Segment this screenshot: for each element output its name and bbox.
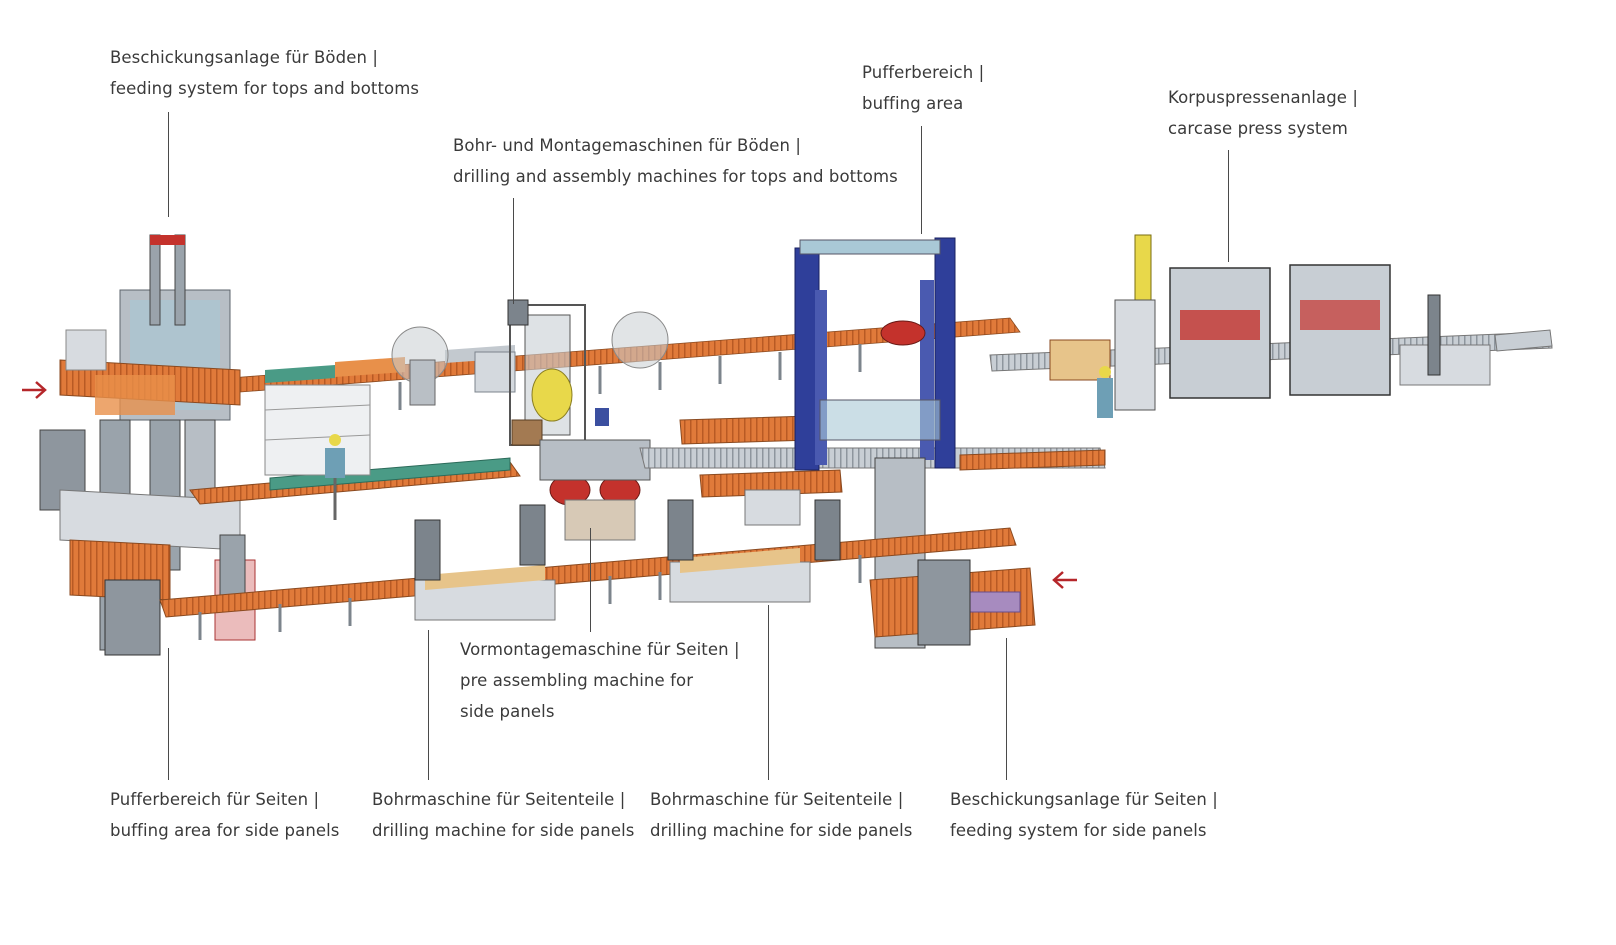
callout-drilling-assembly-tops: Bohr- und Montagemaschinen für Böden | d… (453, 130, 898, 192)
callout-feeding-system-tops: Beschickungsanlage für Böden | feeding s… (110, 42, 419, 104)
callout-line: side panels (460, 702, 555, 721)
leader-line (168, 648, 169, 780)
drilling-assembly-tops (507, 299, 651, 541)
middle-belt-line (189, 384, 521, 520)
callout-line: Pufferbereich | (862, 63, 985, 82)
leader-line (1228, 150, 1229, 262)
callout-line: pre assembling machine for (460, 671, 694, 690)
callout-line: feeding system for side panels (950, 821, 1207, 840)
callout-line: buffing area (862, 94, 964, 113)
leader-line (768, 605, 769, 780)
leader-line (513, 198, 514, 304)
feeding-system-sides (869, 559, 1036, 646)
callout-line: buffing area for side panels (110, 821, 340, 840)
callout-line: drilling machine for side panels (372, 821, 635, 840)
callout-line: Pufferbereich für Seiten | (110, 790, 320, 809)
input-arrow-icon (1052, 571, 1077, 589)
callout-line: Bohrmaschine für Seitenteile | (650, 790, 904, 809)
callout-preassembly-sides: Vormontagemaschine für Seiten | pre asse… (460, 634, 740, 727)
callout-line: carcase press system (1168, 119, 1348, 138)
callout-line: Vormontagemaschine für Seiten | (460, 640, 740, 659)
feeding-system-tops (59, 234, 241, 421)
callout-feeding-system-sides: Beschickungsanlage für Seiten | feeding … (950, 784, 1218, 846)
callout-line: Beschickungsanlage für Böden | (110, 48, 379, 67)
callout-carcase-press: Korpuspressenanlage | carcase press syst… (1168, 82, 1358, 144)
leader-line (428, 630, 429, 780)
callout-buffer-area: Pufferbereich | buffing area (862, 57, 984, 119)
input-arrow-icon (22, 381, 47, 399)
callout-line: Bohr- und Montagemaschinen für Böden | (453, 136, 802, 155)
callout-line: Bohrmaschine für Seitenteile | (372, 790, 626, 809)
callout-drilling-sides-1: Bohrmaschine für Seitenteile | drilling … (372, 784, 634, 846)
callout-buffer-sides: Pufferbereich für Seiten | buffing area … (110, 784, 340, 846)
callout-line: drilling machine for side panels (650, 821, 913, 840)
leader-line (590, 528, 591, 632)
callout-line: drilling and assembly machines for tops … (453, 167, 898, 186)
callout-drilling-sides-2: Bohrmaschine für Seitenteile | drilling … (650, 784, 912, 846)
leader-line (168, 112, 169, 217)
leader-line (1006, 638, 1007, 780)
callout-line: feeding system for tops and bottoms (110, 79, 420, 98)
carcase-press-system (989, 234, 1553, 418)
front-conveyor-line (159, 499, 1017, 640)
leader-line (921, 126, 922, 234)
callout-line: Korpuspressenanlage | (1168, 88, 1359, 107)
callout-line: Beschickungsanlage für Seiten | (950, 790, 1218, 809)
buffer-side-panels (39, 419, 256, 656)
